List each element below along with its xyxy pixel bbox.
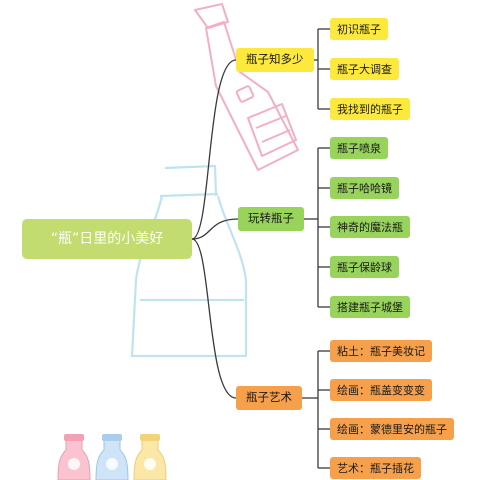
branch-topic: 瓶子艺术 <box>236 386 302 410</box>
subtopic-label: 绘画：蒙德里安的瓶子 <box>337 422 447 436</box>
subtopic-label: 我找到的瓶子 <box>337 102 403 116</box>
subtopic: 瓶子大调查 <box>330 58 399 80</box>
branch-topic: 瓶子知多少 <box>236 48 314 72</box>
subtopic: 瓶子喷泉 <box>330 137 388 159</box>
subtopic-label: 瓶子保龄球 <box>337 260 392 274</box>
subtopic: 初识瓶子 <box>330 18 388 40</box>
subtopic-label: 搭建瓶子城堡 <box>337 300 403 314</box>
milk-bottles-row-icon <box>57 434 167 480</box>
subtopic-label: 粘土：瓶子美妆记 <box>337 344 425 358</box>
subtopic: 搭建瓶子城堡 <box>330 296 410 318</box>
branch-topic-label: 瓶子艺术 <box>246 390 292 405</box>
bottle-sketch-pink-icon <box>194 3 299 171</box>
subtopic-label: 瓶子大调查 <box>337 62 392 76</box>
root-topic: “瓶”日里的小美好 <box>22 219 192 259</box>
subtopic-label: 初识瓶子 <box>337 22 381 36</box>
branch-connector <box>191 59 237 240</box>
branch-topic-label: 瓶子知多少 <box>246 52 304 67</box>
branch-connector <box>191 238 237 399</box>
subtopic-label: 艺术：瓶子插花 <box>337 461 414 475</box>
branch-topic: 玩转瓶子 <box>238 207 304 231</box>
subtopic: 艺术：瓶子插花 <box>330 457 421 479</box>
subtopic: 我找到的瓶子 <box>330 98 410 120</box>
subtopic-label: 神奇的魔法瓶 <box>337 220 403 234</box>
subtopic: 绘画：蒙德里安的瓶子 <box>330 418 454 440</box>
subtopic: 瓶子哈哈镜 <box>330 177 399 199</box>
root-topic-label: “瓶”日里的小美好 <box>50 231 164 247</box>
subtopic: 粘土：瓶子美妆记 <box>330 340 432 362</box>
subtopic-label: 瓶子哈哈镜 <box>337 181 392 195</box>
subtopic: 绘画：瓶盖变变变 <box>330 379 432 401</box>
branch-topic-label: 玩转瓶子 <box>248 211 294 226</box>
subtopic: 瓶子保龄球 <box>330 256 399 278</box>
subtopic-label: 绘画：瓶盖变变变 <box>337 383 425 397</box>
subtopic-label: 瓶子喷泉 <box>337 141 381 155</box>
branch-connector <box>191 218 239 240</box>
subtopic: 神奇的魔法瓶 <box>330 216 410 238</box>
